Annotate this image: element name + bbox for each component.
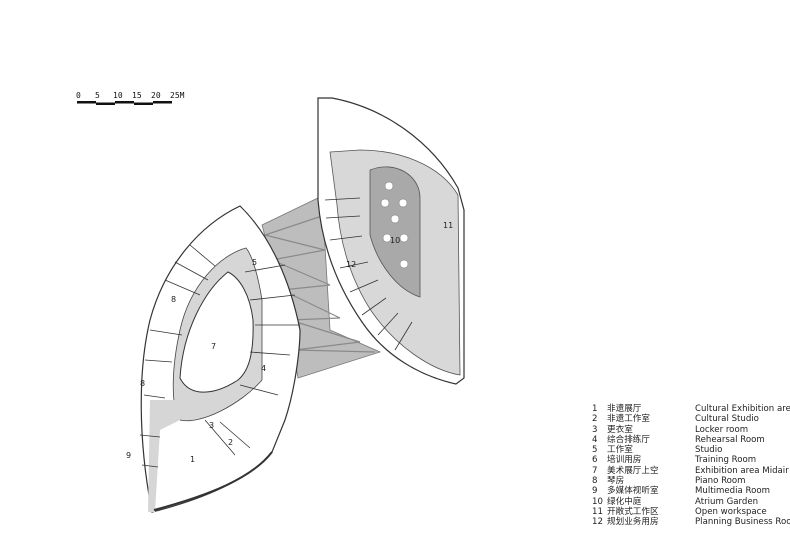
legend-num: 6: [592, 455, 598, 466]
legend-row: 5 工作室 Studio: [592, 445, 790, 455]
room-label: 8: [140, 379, 145, 388]
room-label: 12: [346, 260, 356, 269]
legend-row: 6 培训用房 Training Room: [592, 455, 790, 465]
legend-en: Planning Business Room: [695, 517, 790, 528]
legend-num: 4: [592, 434, 598, 445]
legend-row: 1 非遗展厅 Cultural Exhibition area: [592, 404, 790, 414]
legend-en: Rehearsal Room: [695, 434, 765, 445]
legend-en: Cultural Exhibition area: [695, 404, 790, 414]
legend-zh: 绿化中庭: [607, 496, 642, 507]
legend-en: Locker room: [695, 424, 749, 435]
legend-num: 10: [592, 496, 603, 507]
legend-num: 11: [592, 506, 603, 517]
room-label: 2: [228, 438, 233, 447]
scale-tick: 10: [113, 91, 123, 100]
legend-zh: 琴房: [607, 476, 625, 487]
legend-zh: 开敞式工作区: [607, 506, 659, 517]
room-label: 3: [209, 421, 214, 430]
legend-row: 8 琴房 Piano Room: [592, 476, 790, 486]
room-labels: 1 2 3 4 5 7 8 8 9 10 11 12: [126, 221, 453, 464]
legend-num: 7: [592, 465, 598, 476]
legend-row: 3 更衣室 Locker room: [592, 425, 790, 435]
legend-zh: 非遗展厅: [607, 404, 642, 414]
legend-zh: 工作室: [607, 445, 633, 456]
legend-en: Cultural Studio: [695, 414, 759, 425]
room-label: 4: [261, 364, 266, 373]
legend-num: 9: [592, 486, 598, 497]
legend-row: 4 综合排练厅 Rehearsal Room: [592, 435, 790, 445]
legend-zh: 培训用房: [607, 455, 642, 466]
legend-zh: 综合排练厅: [607, 434, 650, 445]
legend: 1 非遗展厅 Cultural Exhibition area 2 非遗工作室 Cult…: [592, 404, 790, 528]
legend-zh: 美术展厅上空: [607, 465, 659, 476]
legend-en: Exhibition area Midair: [695, 465, 789, 476]
scale-tick: 0: [76, 91, 81, 100]
legend-en: Piano Room: [695, 476, 746, 487]
scale-tick: 20: [151, 91, 161, 100]
scale-tick: 15: [132, 91, 142, 100]
legend-row: 2 非遗工作室 Cultural Studio: [592, 414, 790, 424]
legend-num: 2: [592, 414, 598, 425]
legend-en: Multimedia Room: [695, 486, 770, 497]
legend-zh: 更衣室: [607, 424, 633, 435]
legend-row: 12 规划业务用房 Planning Business Room: [592, 517, 790, 527]
legend-en: Training Room: [695, 455, 757, 466]
legend-num: 1: [592, 404, 598, 414]
room-label: 10: [390, 236, 400, 245]
legend-row: 11 开敞式工作区 Open workspace: [592, 507, 790, 517]
legend-num: 5: [592, 445, 598, 456]
legend-en: Studio: [695, 445, 723, 456]
room-label: 7: [211, 342, 216, 351]
legend-row: 10 绿化中庭 Atrium Garden: [592, 497, 790, 507]
scale-tick: 25M: [170, 91, 185, 100]
scale-bar: 0 5 10 15 20 25M: [76, 91, 185, 105]
room-label: 9: [126, 451, 131, 460]
legend-en: Open workspace: [695, 506, 767, 517]
legend-en: Atrium Garden: [695, 496, 759, 507]
scale-tick: 5: [95, 91, 100, 100]
legend-num: 3: [592, 424, 598, 435]
room-label: 11: [443, 221, 453, 230]
legend-row: 7 美术展厅上空 Exhibition area Midair: [592, 466, 790, 476]
legend-zh: 非遗工作室: [607, 414, 650, 425]
room-label: 5: [252, 258, 257, 267]
legend-zh: 多媒体视听室: [607, 486, 659, 497]
legend-row: 9 多媒体视听室 Multimedia Room: [592, 486, 790, 496]
legend-num: 12: [592, 517, 603, 528]
right-building: [317, 97, 465, 385]
room-label: 8: [171, 295, 176, 304]
legend-num: 8: [592, 476, 598, 487]
left-building: [139, 205, 301, 513]
room-label: 1: [190, 455, 195, 464]
legend-zh: 规划业务用房: [607, 517, 659, 528]
